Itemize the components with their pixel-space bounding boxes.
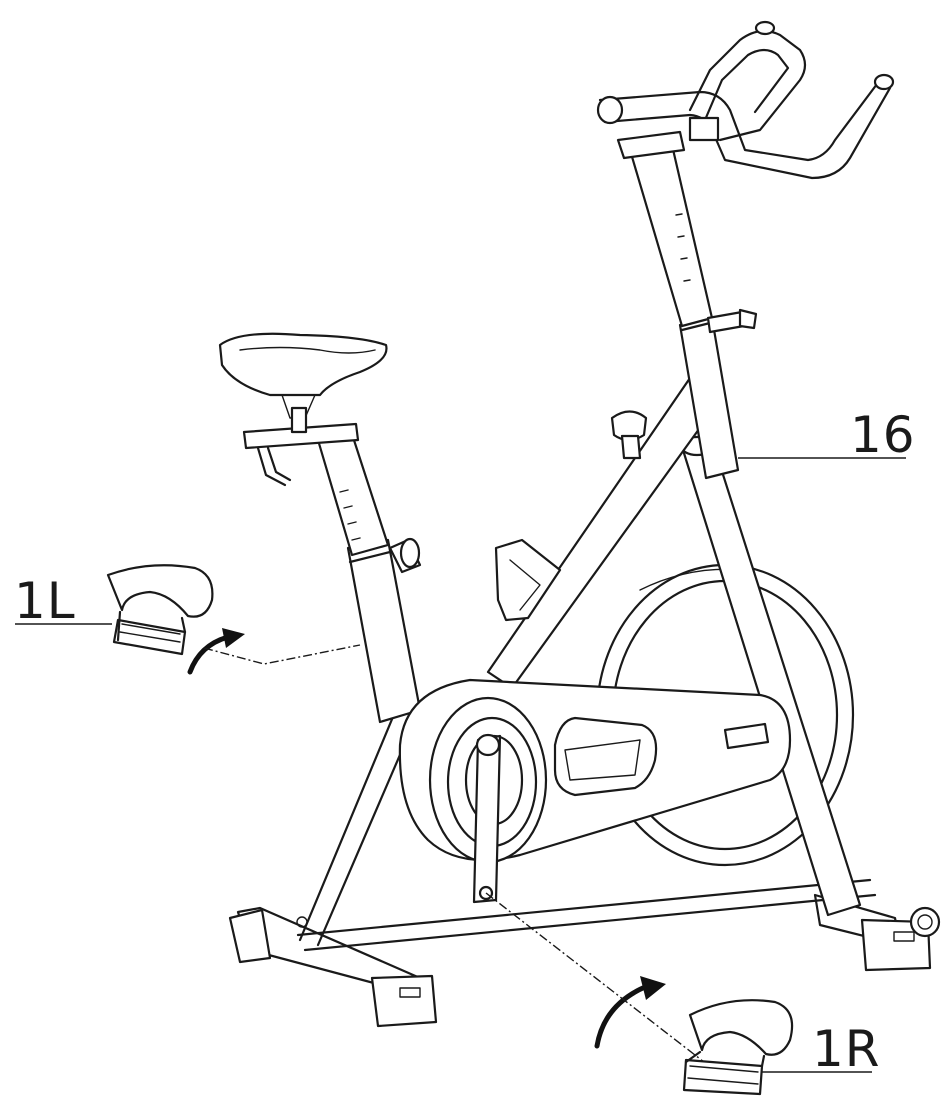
bottle-holder	[494, 538, 562, 622]
crank-assembly	[428, 696, 548, 904]
rotation-arrow-left	[187, 628, 245, 675]
rotation-arrow-right	[594, 976, 666, 1049]
left-pedal	[106, 564, 214, 656]
seat-adjustment-knob	[388, 537, 422, 574]
leader-lines	[15, 457, 906, 1073]
handlebars	[596, 20, 895, 180]
right-pedal	[682, 999, 794, 1096]
callout-1r: 1R	[812, 1020, 881, 1078]
rear-stabilizer	[228, 906, 438, 1028]
handlebar-post	[616, 130, 758, 480]
saddle	[218, 332, 388, 434]
seat-post	[242, 422, 422, 724]
callout-1l: 1L	[14, 572, 76, 630]
resistance-knob	[610, 410, 648, 460]
callout-16: 16	[850, 406, 916, 464]
